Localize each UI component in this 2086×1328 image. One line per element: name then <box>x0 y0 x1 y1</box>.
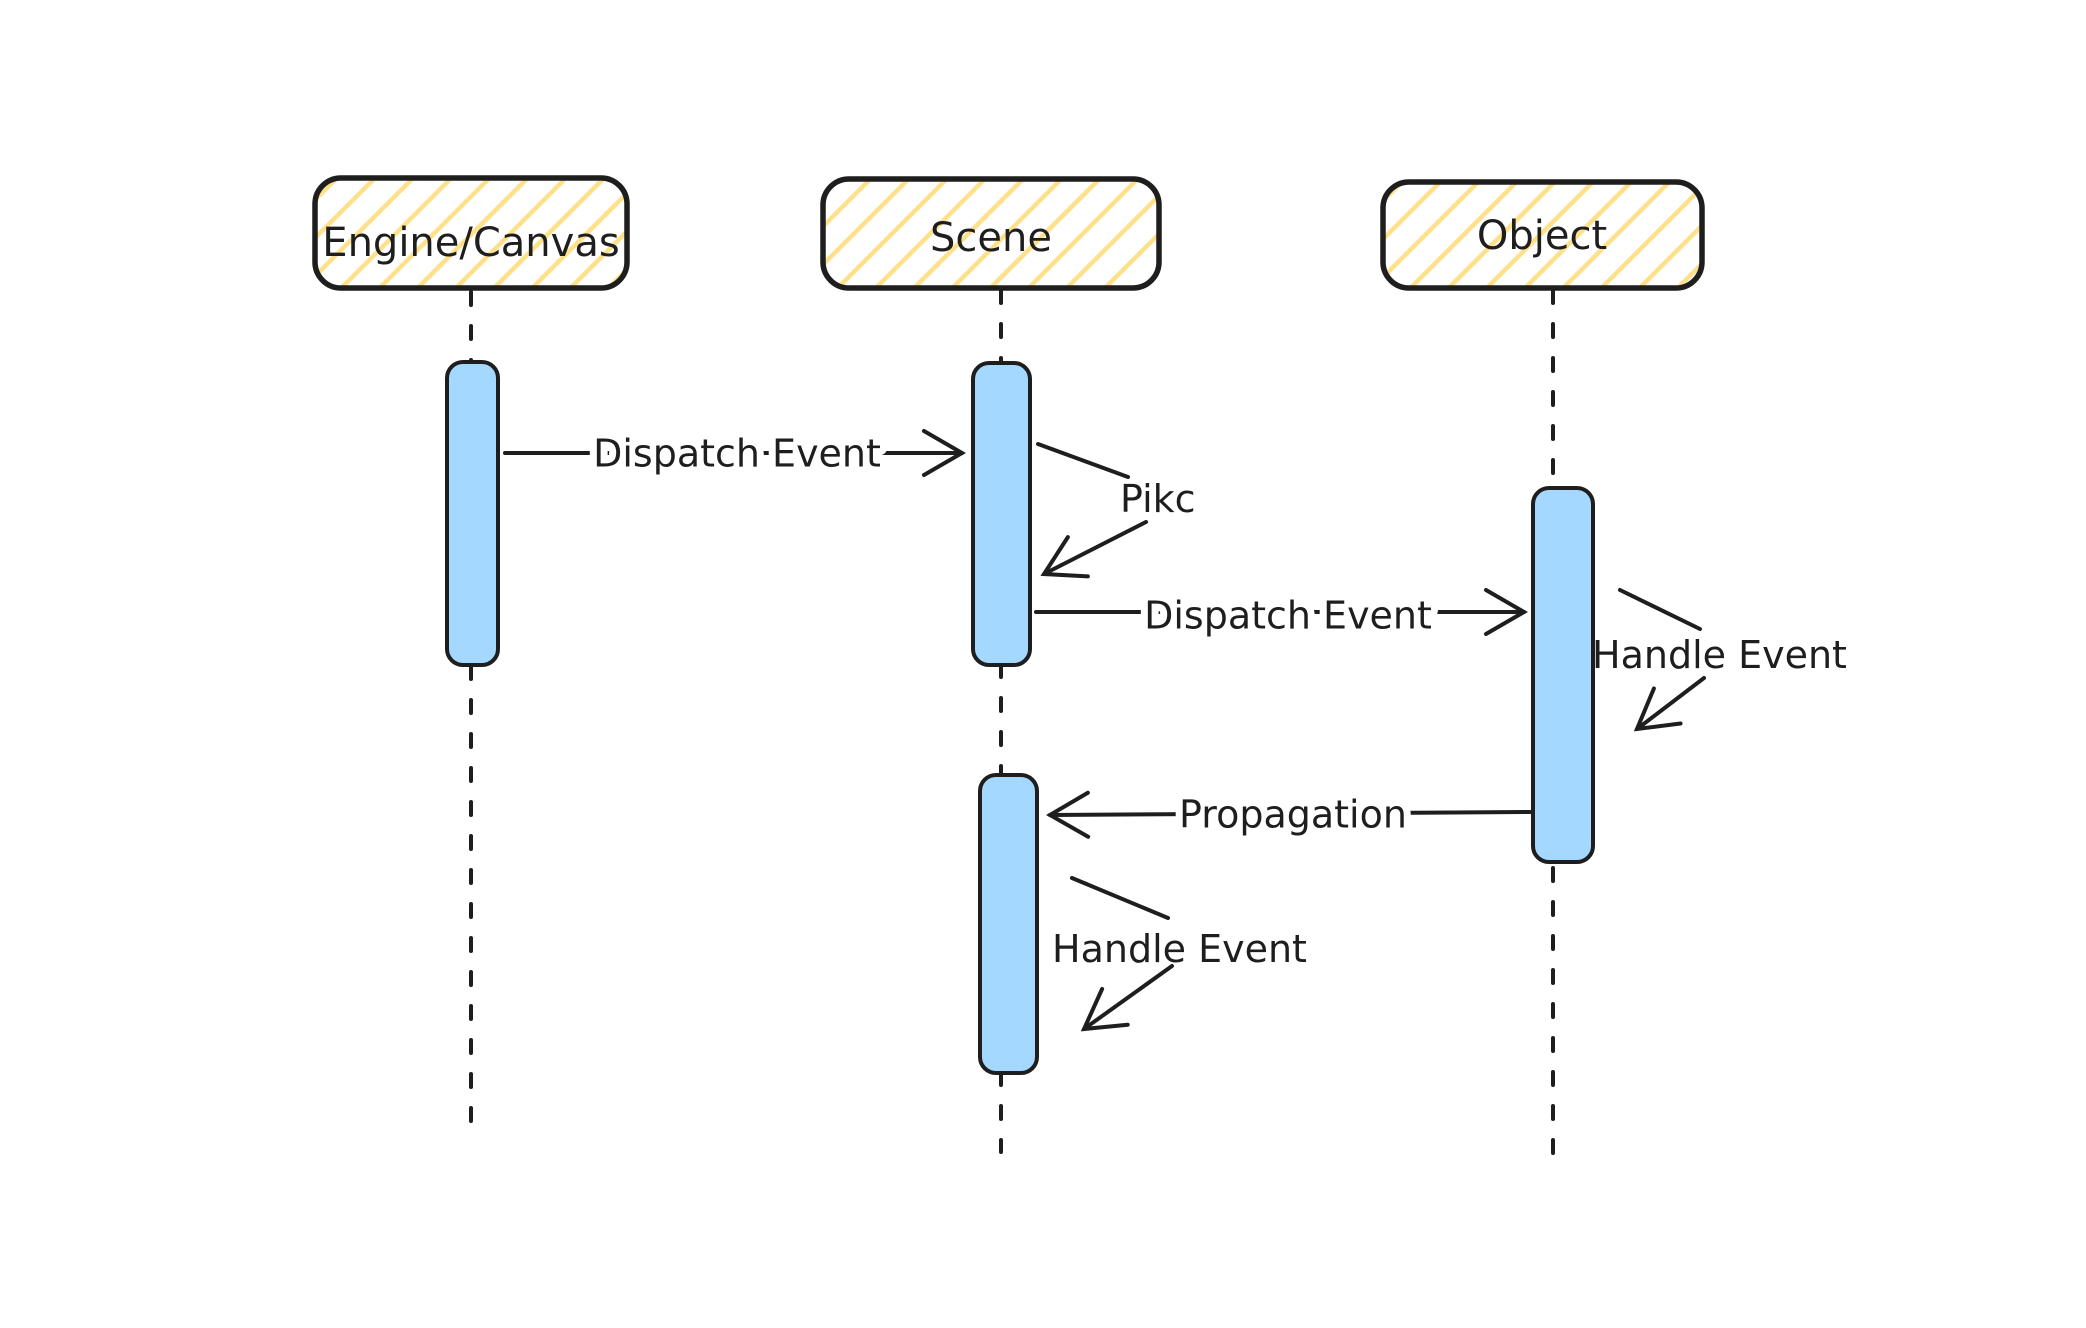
activation-bar-scene-2 <box>978 773 1039 1075</box>
actor-box-engine-canvas <box>312 175 630 291</box>
self-action-arrow-pick <box>1040 520 1148 579</box>
activation-bar-object <box>1531 486 1595 864</box>
self-action-handle-event-scene: Handle Event <box>1052 876 1307 1032</box>
actor-label-object: Object <box>1477 213 1607 259</box>
activation-bar-scene-1 <box>971 361 1032 667</box>
self-action-arrow-handle-event-object <box>1633 676 1706 732</box>
actor-label-engine-canvas: Engine/Canvas <box>322 220 619 266</box>
actor-box-object <box>1380 179 1705 291</box>
actor-engine-canvas: Engine/Canvas <box>312 175 630 291</box>
message-arrow-propagation <box>1046 790 1532 839</box>
activation-bar-engine-canvas <box>445 360 500 667</box>
self-action-handle-event-object: Handle Event <box>1592 588 1847 732</box>
actor-box-scene <box>820 176 1162 291</box>
message-label-dispatch-event-1: Dispatch Event <box>593 432 881 476</box>
self-action-lead-line-pick <box>1036 442 1130 479</box>
message-label-handle-event-scene: Handle Event <box>1052 927 1307 971</box>
message-propagation: Propagation <box>1046 786 1532 844</box>
message-label-propagation: Propagation <box>1179 793 1407 837</box>
self-action-pick: Pikc <box>1036 442 1196 579</box>
activation-bars <box>445 360 1595 1075</box>
self-action-arrow-handle-event-scene <box>1080 964 1174 1032</box>
message-label-dispatch-event-2: Dispatch Event <box>1144 594 1432 638</box>
message-dispatch-event-1: Dispatch Event <box>503 425 966 483</box>
self-action-lead-line-handle-event-object <box>1618 588 1702 631</box>
actor-scene: Scene <box>820 176 1162 291</box>
self-action-lead-line-handle-event-scene <box>1070 876 1170 920</box>
message-label-pick: Pikc <box>1120 477 1196 521</box>
message-label-handle-event-object: Handle Event <box>1592 633 1847 677</box>
message-dispatch-event-2: Dispatch Event <box>1034 587 1528 645</box>
actor-label-scene: Scene <box>930 215 1052 261</box>
actor-object: Object <box>1380 179 1705 291</box>
